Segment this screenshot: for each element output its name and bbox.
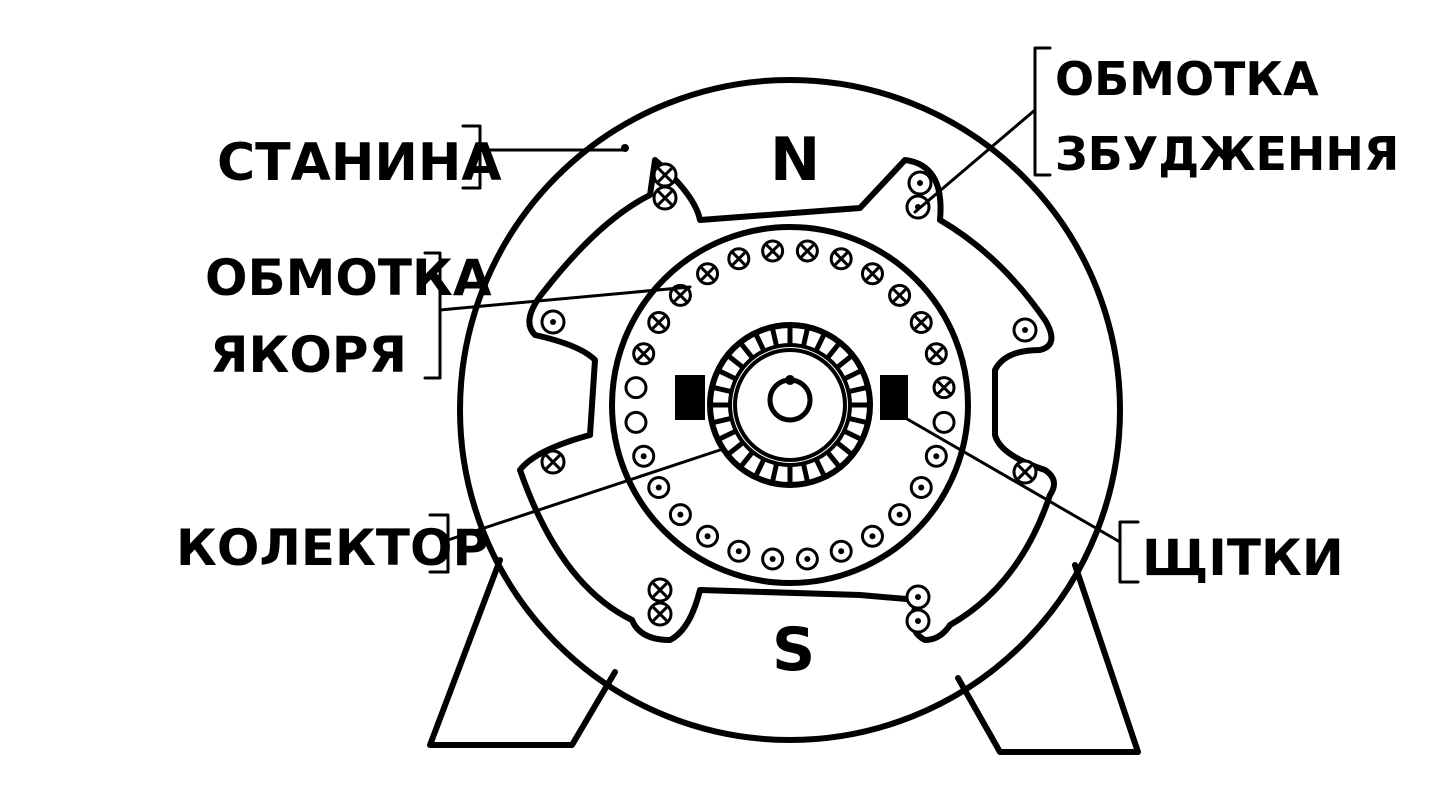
commutator-segment — [825, 450, 842, 470]
commutator-segment — [716, 428, 738, 442]
conductor-cross — [829, 247, 853, 271]
conductor-dot — [888, 503, 912, 527]
label-commutator: КОЛЕКТОР — [176, 519, 489, 577]
conductor-dot — [829, 539, 853, 563]
conductor-dot — [924, 444, 948, 468]
armature-core — [609, 224, 971, 586]
commutator-segment — [842, 368, 864, 382]
frame-outer-circle — [457, 77, 1123, 743]
leader-lines — [423, 46, 1140, 584]
brush-left — [675, 375, 705, 420]
commutator-segments — [710, 325, 870, 485]
armature-winding-conductors — [624, 239, 956, 571]
frame-inner-contour — [517, 157, 1057, 643]
commutator-segment — [825, 340, 842, 360]
commutator-segment — [813, 457, 827, 479]
commutator-segment — [716, 368, 738, 382]
machine-feet — [427, 557, 1141, 755]
conductor-cross — [696, 262, 720, 286]
conductor-empty — [624, 376, 648, 400]
conductor-cross — [727, 247, 751, 271]
brush-right — [880, 375, 908, 420]
label-frame: СТАНИНА — [217, 133, 502, 193]
label-field-winding-1: ОБМОТКА — [1055, 52, 1319, 106]
conductor-cross — [668, 283, 692, 307]
commutator-segment — [711, 384, 733, 395]
conductor-cross — [647, 311, 671, 335]
commutator-segment — [711, 415, 733, 426]
pole-north-label: N — [770, 125, 820, 195]
label-armature-winding-2: ЯКОРЯ — [210, 326, 407, 384]
conductor-dot — [909, 475, 933, 499]
conductor-dot — [761, 547, 785, 571]
commutator-segment — [725, 440, 745, 457]
conductor-dot — [696, 524, 720, 548]
conductor-dot — [795, 547, 819, 571]
commutator-segment — [813, 331, 827, 353]
label-brushes: ЩІТКИ — [1142, 529, 1344, 587]
pole-south-label: S — [772, 615, 815, 685]
conductor-dot — [540, 309, 566, 335]
conductor-cross — [932, 376, 956, 400]
conductor-cross — [647, 601, 673, 627]
field-winding-conductors — [540, 162, 1038, 634]
conductor-cross — [652, 185, 678, 211]
conductor-cross — [924, 342, 948, 366]
commutator-segment — [847, 415, 869, 426]
conductor-dot — [907, 170, 933, 196]
conductor-cross — [1012, 459, 1038, 485]
commutator-segment — [753, 457, 767, 479]
commutator-inner — [728, 343, 852, 467]
commutator-segment — [753, 331, 767, 353]
conductor-cross — [632, 342, 656, 366]
conductor-cross — [795, 239, 819, 263]
conductor-cross — [652, 162, 678, 188]
commutator-segment — [769, 462, 780, 484]
shaft-key — [785, 375, 795, 385]
conductor-dot — [647, 475, 671, 499]
commutator-segment — [835, 353, 855, 370]
conductor-cross — [860, 262, 884, 286]
conductor-dot — [727, 539, 751, 563]
label-field-winding-2: ЗБУДЖЕННЯ — [1055, 127, 1399, 181]
commutator-bore — [733, 348, 847, 462]
conductor-dot — [905, 608, 931, 634]
conductor-dot — [632, 444, 656, 468]
conductor-empty — [932, 410, 956, 434]
conductor-empty — [624, 410, 648, 434]
conductor-cross — [540, 449, 566, 475]
conductor-cross — [909, 311, 933, 335]
commutator-segment — [842, 428, 864, 442]
commutator-segment — [835, 440, 855, 457]
shaft — [767, 377, 813, 423]
commutator-segment — [738, 340, 755, 360]
conductor-cross — [761, 239, 785, 263]
commutator-segment — [725, 353, 745, 370]
conductor-dot — [860, 524, 884, 548]
conductor-cross — [888, 283, 912, 307]
conductor-cross — [647, 577, 673, 603]
conductor-dot — [905, 584, 931, 610]
commutator-segment — [738, 450, 755, 470]
commutator-segment — [847, 384, 869, 395]
conductor-dot — [668, 503, 692, 527]
label-armature-winding-1: ОБМОТКА — [205, 249, 492, 307]
commutator-segment — [769, 326, 780, 348]
commutator-segment — [800, 462, 811, 484]
commutator-segment — [800, 326, 811, 348]
conductor-dot — [1012, 317, 1038, 343]
conductor-dot — [905, 194, 931, 220]
